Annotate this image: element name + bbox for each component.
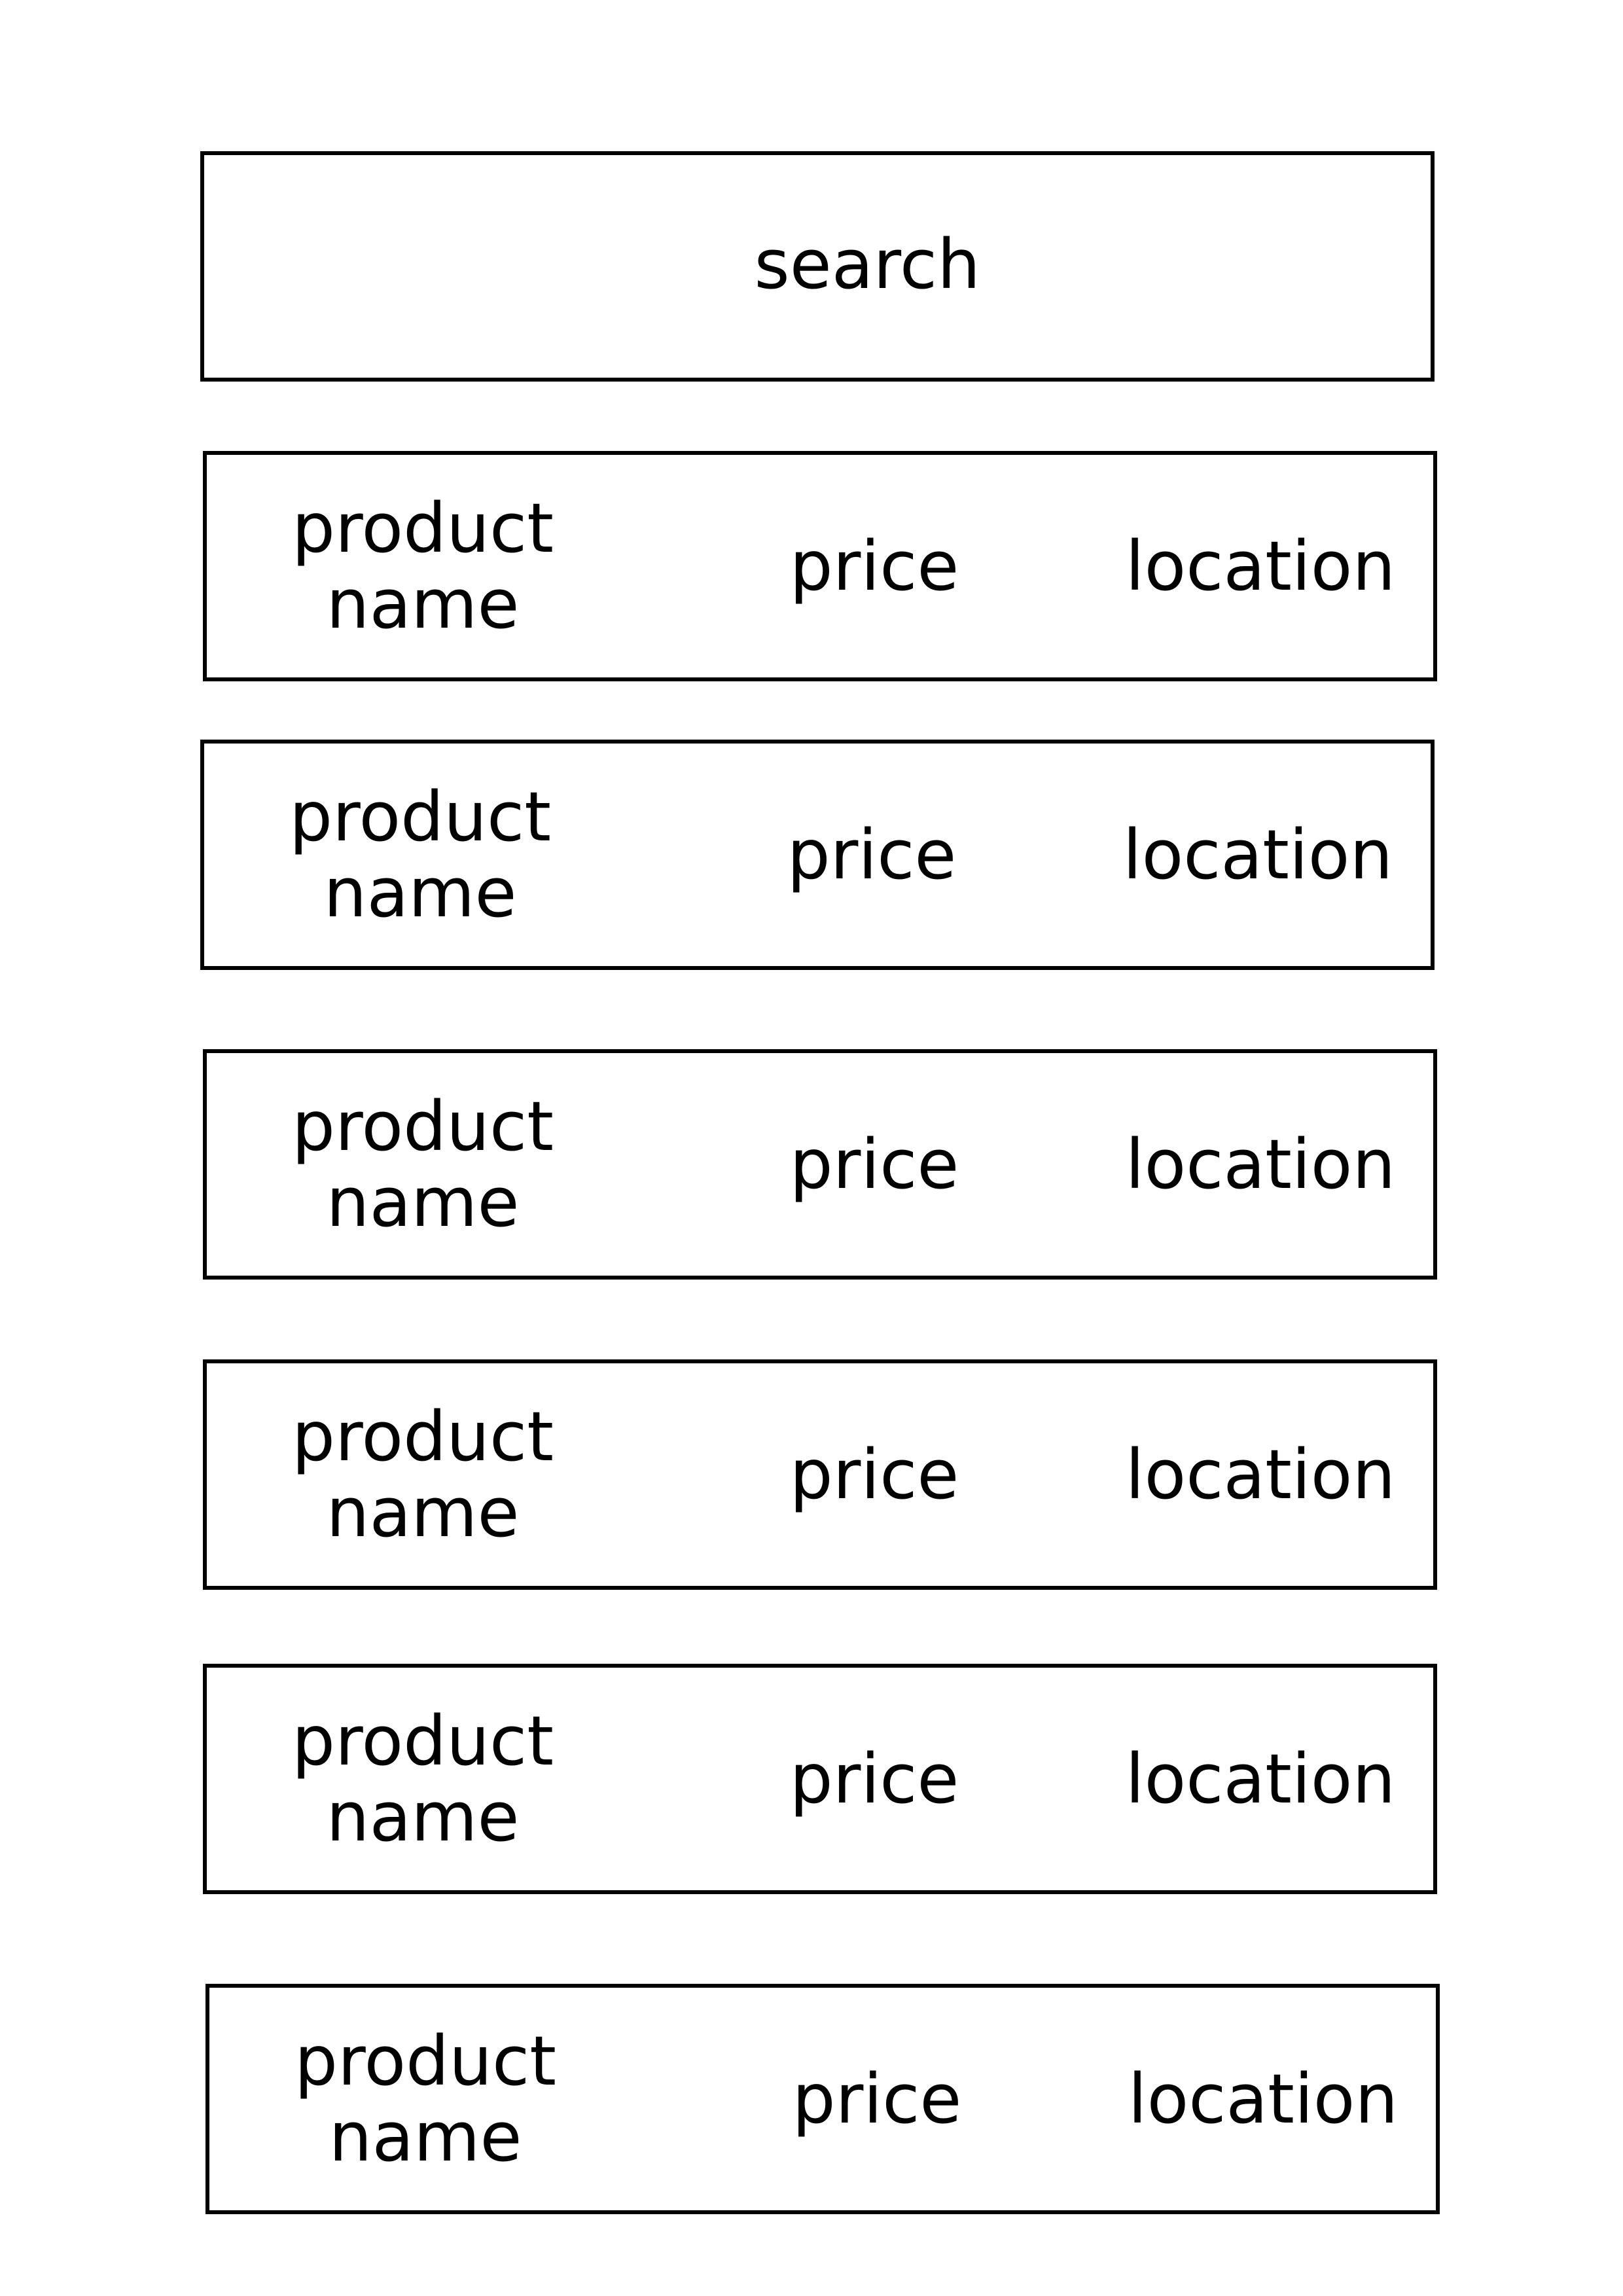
- product-name: product name: [291, 1397, 554, 1552]
- product-name: product name: [291, 1086, 554, 1242]
- product-location: location: [1128, 2059, 1399, 2139]
- product-name: product name: [291, 488, 554, 644]
- product-location: location: [1125, 1435, 1396, 1515]
- product-price: price: [789, 1739, 959, 1819]
- product-price: price: [792, 2059, 962, 2139]
- list-item[interactable]: product name price location: [203, 451, 1437, 681]
- search-input[interactable]: search: [200, 151, 1435, 382]
- list-item[interactable]: product name price location: [203, 1359, 1437, 1590]
- list-item[interactable]: product name price location: [203, 1049, 1437, 1280]
- product-name: product name: [289, 777, 551, 933]
- product-location: location: [1125, 526, 1396, 606]
- product-location: location: [1125, 1124, 1396, 1204]
- list-item[interactable]: product name price location: [203, 1664, 1437, 1894]
- product-location: location: [1122, 815, 1393, 895]
- product-price: price: [789, 526, 959, 606]
- search-label: search: [754, 224, 980, 304]
- list-item[interactable]: product name price location: [200, 740, 1435, 970]
- product-location: location: [1125, 1739, 1396, 1819]
- product-name: product name: [294, 2021, 556, 2177]
- product-name: product name: [291, 1701, 554, 1857]
- list-item[interactable]: product name price location: [205, 1984, 1440, 2214]
- product-price: price: [789, 1435, 959, 1515]
- product-price: price: [789, 1124, 959, 1204]
- product-price: price: [787, 815, 957, 895]
